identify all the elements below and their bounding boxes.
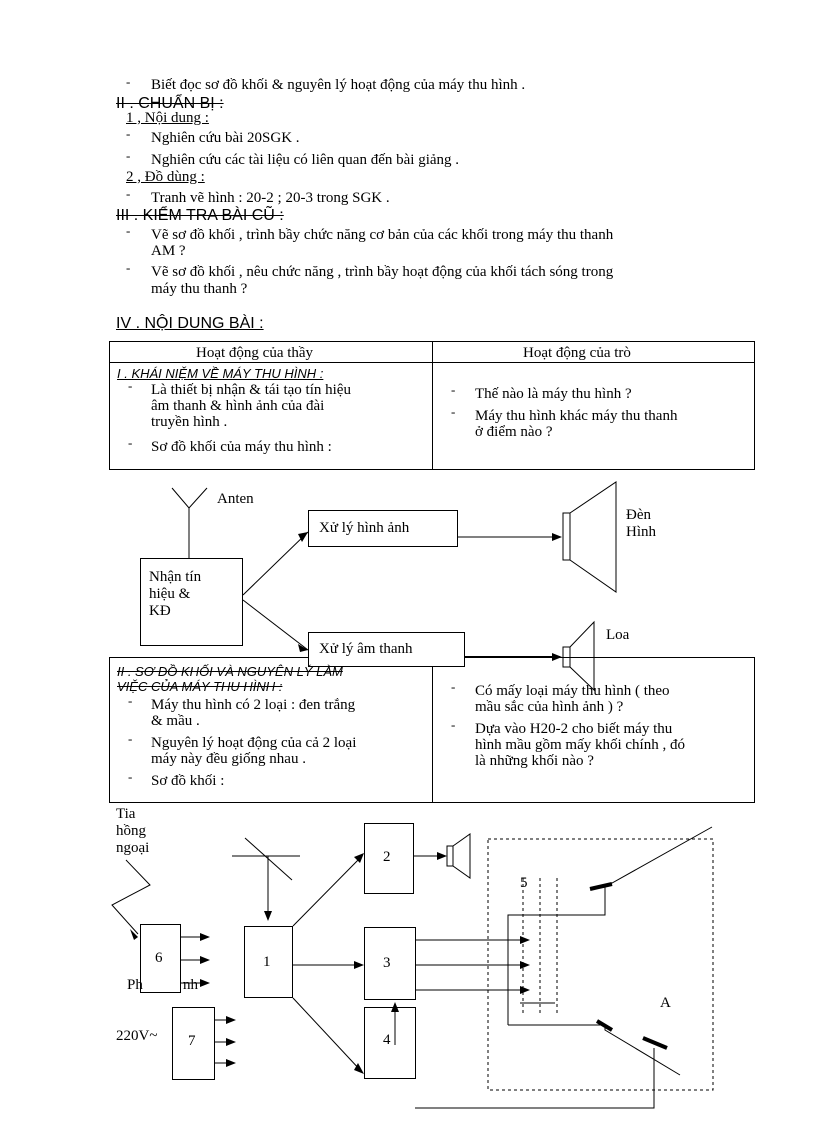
section3-item2-line1: Vẽ sơ đồ khối , nêu chức năng , trình bầ…: [151, 264, 614, 280]
table2-left-item3: Sơ đồ khối :: [151, 773, 225, 789]
table2-divider: [432, 657, 433, 803]
section3-item2-line2: máy thu thanh ?: [151, 281, 248, 297]
table1-left-title: I . KHÁI NIỆM VỀ MÁY THU HÌNH :: [117, 366, 324, 381]
block-3: [364, 927, 416, 1000]
block-3-label: 3: [383, 955, 391, 971]
bullet: -: [128, 731, 133, 746]
table2-left-title-line2: VIỆC CỦA MÁY THU HÌNH :: [117, 679, 283, 694]
table2-right-line: Có mấy loại máy thu hình ( theo: [475, 683, 670, 699]
receiver-line: hiệu &: [149, 586, 191, 602]
image-processing-block: [308, 510, 458, 547]
tube-line: Đèn: [626, 507, 651, 523]
bullet: -: [128, 769, 133, 784]
bullet: -: [126, 186, 131, 201]
block-7-label: 7: [188, 1033, 196, 1049]
block-2-label: 2: [383, 849, 391, 865]
bullet: -: [126, 126, 131, 141]
table1-col2-header: Hoạt động của trò: [523, 345, 631, 361]
bullet: -: [128, 435, 133, 450]
table1-left-line: truyền hình .: [151, 414, 228, 430]
section2-item: Nghiên cứu các tài liệu có liên quan đến…: [151, 152, 460, 168]
table1-left-item2: Sơ đồ khối của máy thu hình :: [151, 439, 332, 455]
ir-line: ngoại: [116, 840, 150, 856]
bullet: -: [128, 693, 133, 708]
receiver-block: [140, 558, 243, 646]
ir-line: Tia: [116, 806, 136, 822]
table1-divider: [432, 341, 433, 470]
table1-header-line: [109, 362, 755, 363]
image-processing-label: Xử lý hình ảnh: [319, 520, 410, 536]
block-6: [140, 924, 181, 993]
section3-item1-line2: AM ?: [151, 243, 186, 259]
table2-right-line: hình mầu gồm mấy khối chính , đó: [475, 737, 685, 753]
table2-right-line: mầu sắc của hình ảnh ) ?: [475, 699, 624, 715]
voltage-label: 220V~: [116, 1028, 158, 1044]
block-4-label: 4: [383, 1032, 391, 1048]
table2-left-line: Máy thu hình có 2 loại : đen trắng: [151, 697, 356, 713]
block-6-label: 6: [155, 950, 163, 966]
intro-item: Biết đọc sơ đồ khối & nguyên lý hoạt độn…: [151, 77, 526, 93]
receiver-line: KĐ: [149, 603, 171, 619]
block-7: [172, 1007, 215, 1080]
table1-right-line: Máy thu hình khác máy thu thanh: [475, 408, 678, 424]
section2-sub1: 1 , Nội dung :: [126, 110, 209, 126]
section3-heading: III . KIỂM TRA BÀI CŨ :: [116, 207, 284, 224]
table2-left-title-line1: II . SƠ ĐỒ KHỐI VÀ NGUYÊN LÝ LÀM: [117, 664, 343, 679]
label-a: A: [660, 995, 671, 1011]
table1-right-item1: Thế nào là máy thu hình ?: [475, 386, 632, 402]
table1-left-line: âm thanh & hình ảnh của đài: [151, 398, 325, 414]
bullet: -: [451, 679, 456, 694]
block-1: [244, 926, 293, 998]
block-4: [364, 1007, 416, 1079]
section2-sub2: 2 , Đồ dùng :: [126, 169, 205, 185]
bullet: -: [451, 717, 456, 732]
bullet: -: [126, 223, 131, 238]
receiver-line: Nhận tín: [149, 569, 202, 585]
table1-col1-header: Hoạt động của thầy: [196, 345, 314, 361]
bullet: -: [128, 378, 133, 393]
section3-item1-line1: Vẽ sơ đồ khối , trình bầy chức năng cơ b…: [151, 227, 614, 243]
bullet: -: [126, 260, 131, 275]
table1-right-line: ở điểm nào ?: [475, 424, 553, 440]
section2-item: Nghiên cứu bài 20SGK .: [151, 130, 300, 146]
bullet: -: [451, 404, 456, 419]
label-nh: nh: [183, 977, 198, 993]
sound-processing-block: [308, 632, 465, 667]
antenna-label: Anten: [217, 491, 254, 507]
bullet: -: [451, 382, 456, 397]
section2-item: Tranh vẽ hình : 20-2 ; 20-3 trong SGK .: [151, 190, 390, 206]
block-1-label: 1: [263, 954, 271, 970]
table2-left-line: máy này đều giống nhau .: [151, 751, 306, 767]
ir-line: hồng: [116, 823, 146, 839]
tube-line: Hình: [626, 524, 656, 540]
table2-left-line: & mầu .: [151, 713, 200, 729]
table2-right-line: Dựa vào H20-2 cho biết máy thu: [475, 721, 673, 737]
bullet: -: [126, 148, 131, 163]
block-2: [364, 823, 414, 894]
section4-heading: IV . NỘI DUNG BÀI :: [116, 315, 264, 332]
sound-processing-label: Xử lý âm thanh: [319, 641, 413, 657]
speaker-label: Loa: [606, 627, 630, 643]
block-5-label: 5: [520, 875, 528, 891]
table1-left-line: Là thiết bị nhận & tái tạo tín hiệu: [151, 382, 351, 398]
bullet: -: [126, 74, 131, 89]
table2-left-line: Nguyên lý hoạt động của cả 2 loại: [151, 735, 357, 751]
label-ph: Ph: [127, 977, 143, 993]
section2-heading: II . CHUẨN BỊ :: [116, 95, 224, 112]
table2-right-line: là những khối nào ?: [475, 753, 594, 769]
